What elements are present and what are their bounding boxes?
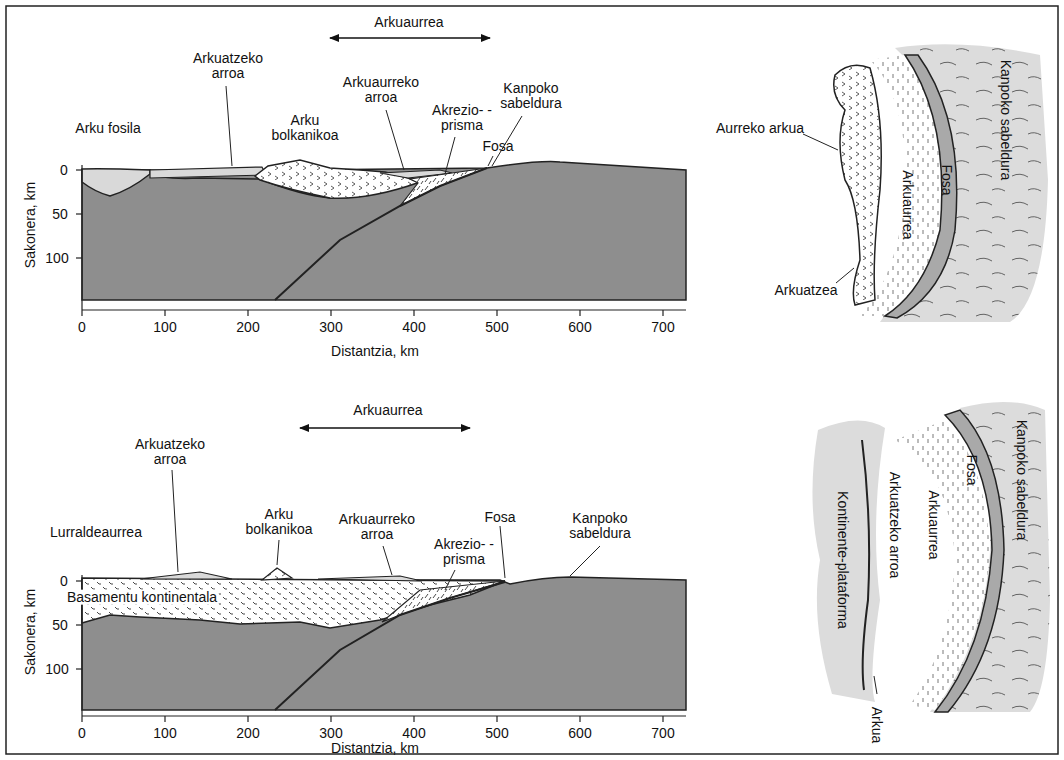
label: 200 [236,320,259,335]
label: 700 [651,726,674,741]
label: Arku bolkanikoa [263,113,347,142]
label: Arkuatzeko arroa [888,472,903,579]
label: Distantzia, km [331,741,419,756]
label: Arkuaurrea [353,403,422,418]
label: Kanpoko sabeldura [553,511,647,540]
label: 50 [52,618,68,633]
label: Kanpoko sabeldura [999,60,1014,181]
label: Kanpoko sabeldura [1015,420,1030,541]
label: 500 [485,320,508,335]
label: 100 [45,251,68,266]
label: 400 [402,726,425,741]
label: 400 [402,320,425,335]
label: Arkuatzeko arroa [186,51,270,80]
label: Arkuaurrea [901,170,916,239]
label: 500 [485,726,508,741]
label: Akrezio- -prisma [432,537,496,566]
label: Arku bolkanikoa [237,507,321,536]
label: Akrezio- -prisma [430,103,494,132]
label: Arkuaurrea [927,490,942,559]
label: Sakonera, km [23,589,38,675]
label: Lurraldeaurrea [50,525,142,540]
label: Sakonera, km [23,182,38,268]
label: 0 [60,163,68,178]
label: 50 [52,207,68,222]
label: 100 [153,726,176,741]
label: 200 [236,726,259,741]
label: 0 [78,726,86,741]
label: Kontinente-plataforma [836,491,851,629]
label: 100 [153,320,176,335]
label: Fosa [940,164,955,195]
label: Fosa [965,454,980,485]
label: 300 [319,726,342,741]
label: Kanpoko sabeldura [484,81,578,110]
label: Distantzia, km [331,344,419,359]
label: Basamentu kontinentala [65,590,219,605]
label: Arku fosila [75,121,140,136]
label: Arkua [870,707,885,744]
label: Aurreko arkua [716,121,804,136]
label: 600 [568,320,591,335]
label: 100 [45,662,68,677]
label: Arkuatzeko arroa [128,437,212,466]
label: Fosa [484,510,515,525]
label: 0 [78,320,86,335]
label: 600 [568,726,591,741]
label: 300 [319,320,342,335]
label: 700 [651,320,674,335]
label: Arkuaurreko arroa [339,75,423,104]
label: Arkuatzea [774,283,837,298]
label: Arkuaurrea [374,15,443,30]
label: 0 [60,574,68,589]
label: Fosa [482,139,513,154]
label: Arkuaurreko arroa [335,512,419,541]
